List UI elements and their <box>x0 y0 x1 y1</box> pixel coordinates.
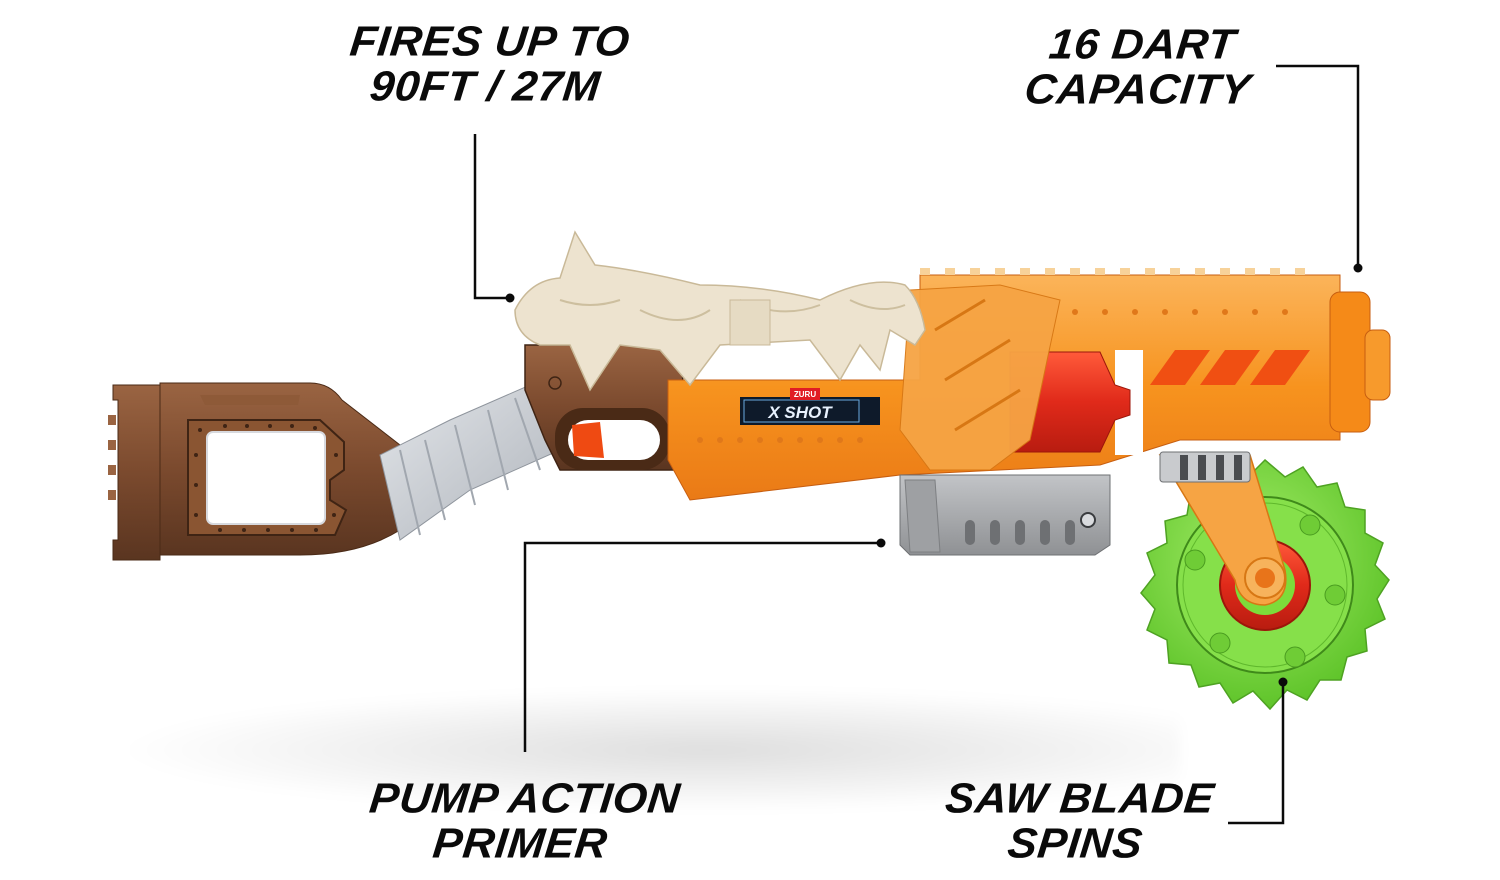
saw-blade <box>1140 451 1390 711</box>
main-body: ZURU X SHOT <box>667 268 1391 501</box>
callout-range: FIRES UP TO 90FT / 27M <box>325 17 649 111</box>
callout-range-line1: FIRES UP TO <box>347 17 632 65</box>
receiver <box>524 344 691 471</box>
brand-xshot-text: X SHOT <box>767 403 833 422</box>
brand-zuru-text: ZURU <box>794 390 816 399</box>
callout-saw-line2: SPINS <box>1005 820 1145 868</box>
callout-range-line2: 90FT / 27M <box>367 63 603 111</box>
pump-handle <box>899 474 1111 556</box>
callout-saw-line1: SAW BLADE <box>943 774 1217 822</box>
callout-pump-line1: PUMP ACTION <box>367 774 683 822</box>
callout-pump: PUMP ACTION PRIMER <box>335 774 709 868</box>
bone-shroud <box>514 230 926 392</box>
callout-saw: SAW BLADE SPINS <box>920 774 1234 868</box>
callout-pump-line2: PRIMER <box>430 820 610 868</box>
callout-capacity-line1: 16 DART <box>1046 20 1238 68</box>
callout-capacity: 16 DART CAPACITY <box>1005 20 1274 114</box>
stock <box>108 382 401 561</box>
callout-capacity-line2: CAPACITY <box>1022 66 1253 114</box>
